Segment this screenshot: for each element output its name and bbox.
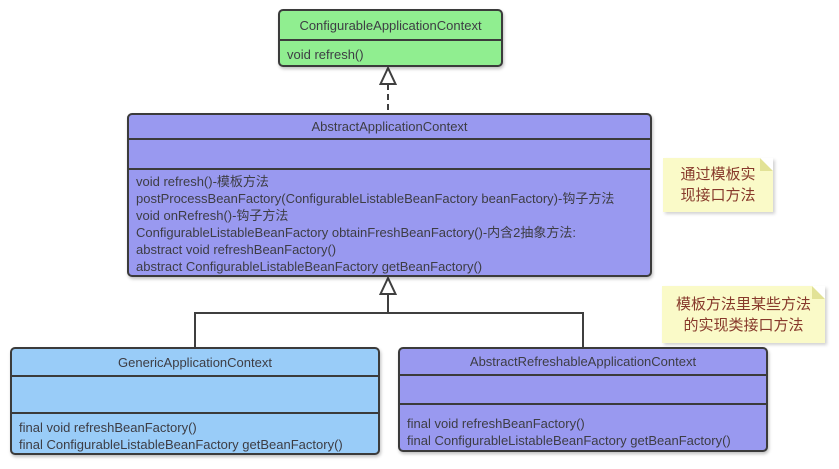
note-line: 通过模板实 (680, 166, 756, 183)
generalization-arrowhead (378, 275, 398, 295)
method-item: ConfigurableListableBeanFactory obtainFr… (136, 225, 577, 240)
note-line: 的实现类接口方法 (683, 316, 804, 334)
class-title: ConfigurableApplicationContext (280, 11, 501, 41)
method-item: final void refreshBeanFactory() (407, 416, 585, 431)
method-item: final ConfigurableListableBeanFactory ge… (407, 433, 731, 448)
method-item: void refresh()-模板方法 (136, 174, 269, 189)
sticky-note-template-methods-implemented-by-subclass[interactable]: 模板方法里某些方法 的实现类接口方法 (662, 286, 825, 343)
class-attributes-empty (12, 377, 378, 414)
class-methods: final void refreshBeanFactory() final Co… (12, 414, 378, 453)
class-methods: void refresh() (280, 41, 501, 63)
method-item: abstract void refreshBeanFactory() (136, 242, 337, 257)
method-item: final ConfigurableListableBeanFactory ge… (19, 437, 343, 452)
class-title: GenericApplicationContext (12, 349, 378, 377)
class-abstract-refreshable-application-context[interactable]: AbstractRefreshableApplicationContext fi… (398, 347, 768, 452)
method-item: final void refreshBeanFactory() (19, 420, 197, 435)
method-item: void refresh() (287, 47, 364, 62)
class-attributes-empty (129, 140, 650, 170)
note-line: 现接口方法 (680, 187, 756, 204)
class-configurable-application-context[interactable]: ConfigurableApplicationContext void refr… (278, 9, 503, 67)
generalization-branch (194, 312, 584, 347)
class-attributes-empty (400, 376, 766, 405)
method-item: void onRefresh()-钩子方法 (136, 208, 289, 223)
class-generic-application-context[interactable]: GenericApplicationContext final void ref… (10, 347, 380, 455)
class-methods: final void refreshBeanFactory() final Co… (400, 405, 766, 449)
method-item: abstract ConfigurableListableBeanFactory… (136, 259, 483, 274)
realization-arrowhead (378, 65, 398, 85)
class-abstract-application-context[interactable]: AbstractApplicationContext void refresh(… (127, 113, 652, 277)
method-item: postProcessBeanFactory(ConfigurableLista… (136, 191, 615, 206)
class-methods: void refresh()-模板方法 postProcessBeanFacto… (129, 170, 650, 275)
sticky-note-template-implements-interface[interactable]: 通过模板实 现接口方法 (663, 158, 773, 212)
note-line: 模板方法里某些方法 (675, 295, 811, 313)
class-title: AbstractRefreshableApplicationContext (400, 349, 766, 376)
class-title: AbstractApplicationContext (129, 115, 650, 140)
